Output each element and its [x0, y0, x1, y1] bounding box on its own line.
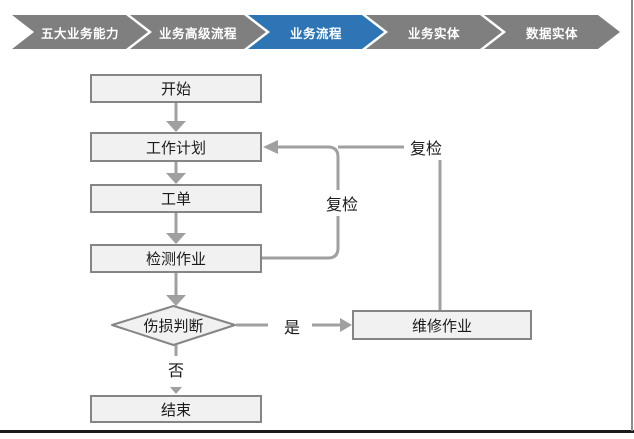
arrowhead-into-end — [170, 387, 182, 394]
edge-label-yes: 是 — [272, 314, 312, 338]
node-end: 结束 — [90, 395, 262, 423]
node-work-plan: 工作计划 — [90, 132, 262, 162]
frame-right-edge — [631, 0, 633, 431]
arrowhead-down-1 — [166, 121, 186, 132]
arrowhead-down-3 — [166, 233, 186, 244]
arrowhead-down-4 — [166, 295, 186, 306]
breadcrumb-label: 业务实体 — [407, 26, 460, 41]
node-inspection: 检测作业 — [90, 244, 262, 273]
node-damage-decision: 伤损判断 — [143, 318, 204, 335]
breadcrumb-item-business-entity[interactable]: 业务实体 — [366, 15, 502, 49]
edge-recheck-outer — [338, 145, 442, 310]
breadcrumb-label: 五大业务能力 — [40, 26, 119, 41]
breadcrumb-label: 业务流程 — [289, 26, 342, 41]
breadcrumb-item-data-entity[interactable]: 数据实体 — [484, 15, 620, 49]
breadcrumb-item-high-level-process[interactable]: 业务高级流程 — [130, 15, 266, 49]
frame-bottom-edge — [0, 430, 634, 433]
breadcrumb-label: 数据实体 — [525, 26, 578, 41]
arrowhead-down-2 — [166, 173, 186, 184]
edge-label-recheck-outer: 复检 — [404, 134, 448, 160]
node-repair: 维修作业 — [352, 310, 532, 340]
node-start: 开始 — [90, 74, 262, 103]
arrowhead-into-plan — [263, 140, 278, 154]
breadcrumb-label: 业务高级流程 — [158, 26, 237, 41]
node-work-order: 工单 — [90, 184, 262, 213]
edge-label-recheck-inner: 复检 — [318, 190, 366, 216]
breadcrumb-item-five-capabilities[interactable]: 五大业务能力 — [12, 15, 148, 49]
arrowhead-into-repair — [340, 318, 352, 332]
breadcrumb-item-business-process[interactable]: 业务流程 — [248, 15, 384, 49]
edge-label-no: 否 — [156, 357, 196, 381]
